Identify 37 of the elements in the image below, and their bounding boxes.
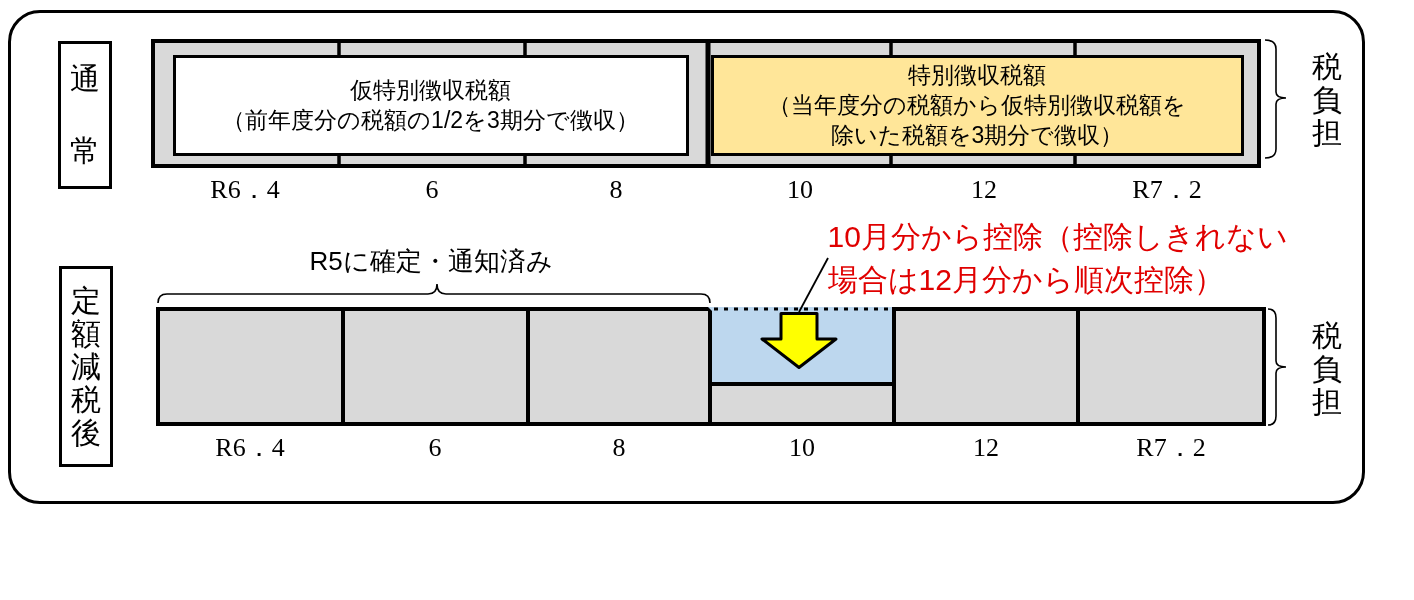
timeline-bar xyxy=(150,38,1261,168)
box-heading: 特別徴収税額 xyxy=(908,61,1046,90)
period-cell xyxy=(707,381,892,426)
deduction-area xyxy=(707,306,892,382)
row-label-box xyxy=(57,40,112,189)
period-cell xyxy=(525,306,708,426)
row-label: 定額減税後 xyxy=(70,283,101,449)
month-label: R7．2 xyxy=(1132,177,1202,203)
leader-line xyxy=(798,257,829,313)
brace-label: R5に確定・通知済み xyxy=(309,248,553,274)
row-label-box xyxy=(58,265,113,467)
month-label: 6 xyxy=(425,177,439,203)
panel-frame xyxy=(8,10,1365,504)
row-label: 通常 xyxy=(69,60,100,169)
period-cell xyxy=(155,306,341,426)
month-label: 6 xyxy=(428,435,442,461)
month-label: 12 xyxy=(971,177,997,203)
info-box xyxy=(172,54,689,156)
period-cell xyxy=(1075,306,1266,426)
month-label: 8 xyxy=(609,177,623,203)
annotation-text: 10月分から控除（控除しきれない場合は12月分から順次控除） xyxy=(827,214,1298,301)
month-label: 8 xyxy=(612,435,626,461)
side-label: 税負担 xyxy=(1312,319,1342,418)
month-label: 10 xyxy=(787,177,813,203)
info-box xyxy=(710,54,1244,156)
month-label: R6．4 xyxy=(210,177,280,203)
period-cell xyxy=(891,306,1076,426)
side-label: 税負担 xyxy=(1312,50,1342,149)
month-label: R7．2 xyxy=(1136,435,1206,461)
month-label: 12 xyxy=(973,435,999,461)
period-cell xyxy=(340,306,526,426)
month-label: 10 xyxy=(789,435,815,461)
down-arrow-icon xyxy=(758,311,839,370)
box-text: （前年度分の税額の1/2を3期分で徴収） xyxy=(221,106,640,135)
box-text: （当年度分の税額から仮特別徴収税額を除いた税額を3期分で徴収） xyxy=(767,91,1187,150)
month-label: R6．4 xyxy=(215,435,285,461)
box-heading: 仮特別徴収税額 xyxy=(350,76,511,105)
